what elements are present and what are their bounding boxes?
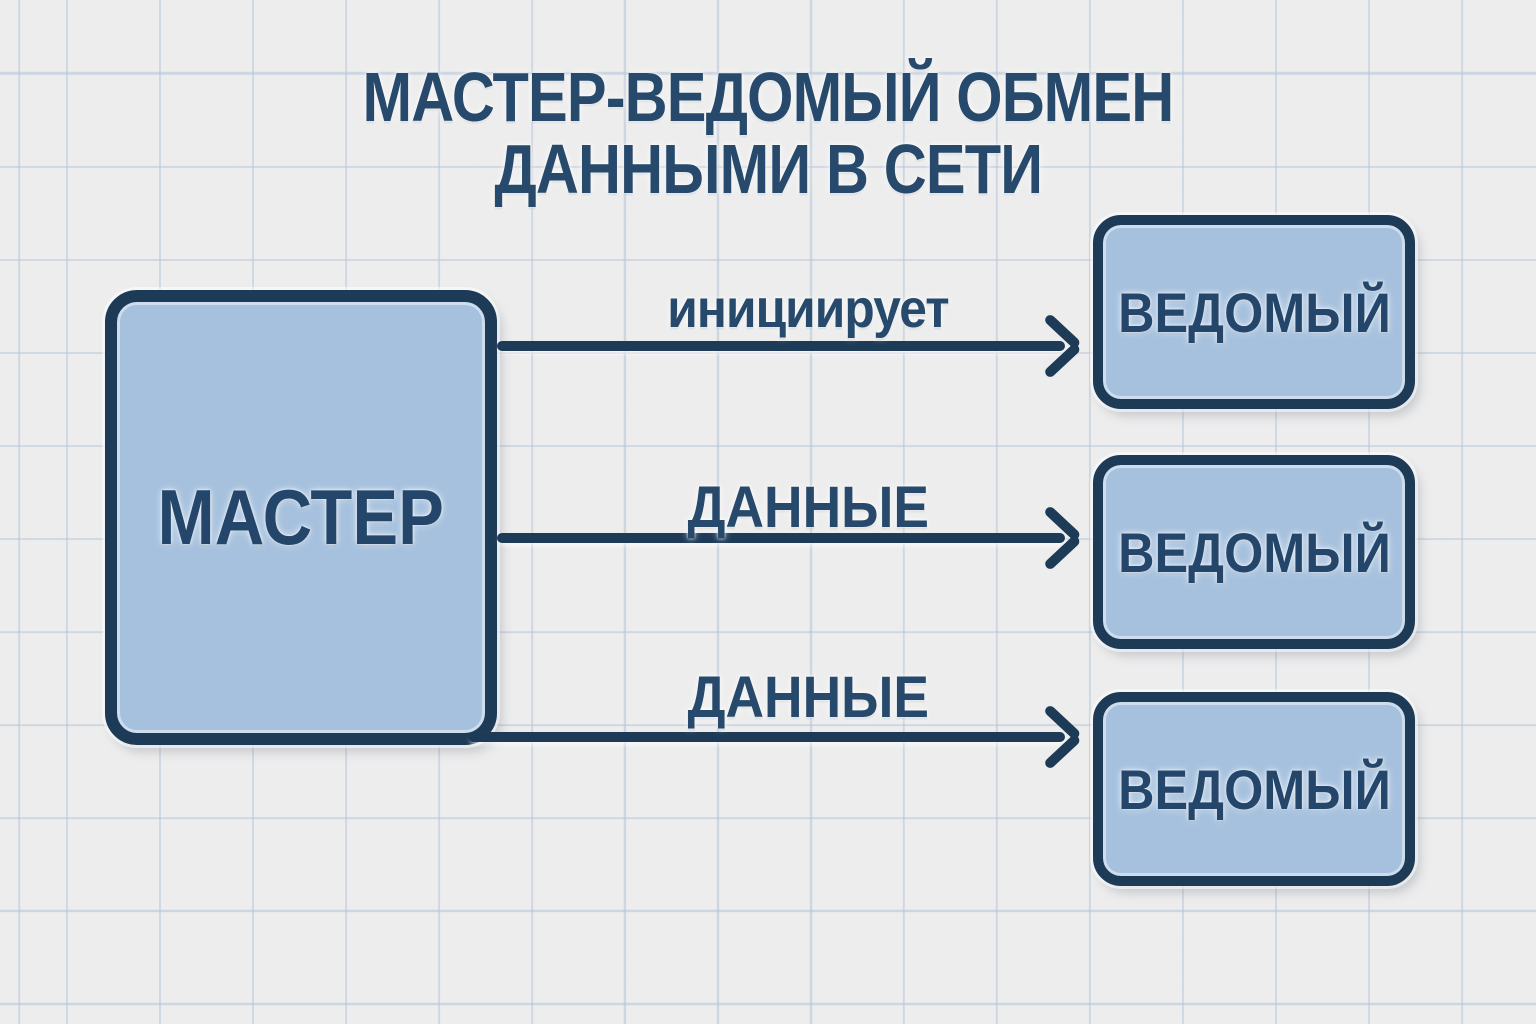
slave-node-2: ВЕДОМЫЙ [1093,455,1415,649]
arrow-label-initiates: инициирует [667,279,949,339]
arrow-label-data-1: ДАННЫЕ [687,475,929,540]
arrow-label-data-2: ДАННЫЕ [687,665,929,730]
slave-node-3-label: ВЕДОМЫЙ [1117,757,1391,821]
slave-node-1: ВЕДОМЫЙ [1093,215,1415,409]
master-node: МАСТЕР [105,290,497,745]
arrow-line [497,341,1065,351]
arrow-master-to-slave-1 [497,321,1077,371]
master-node-label: МАСТЕР [157,473,445,561]
slave-node-3: ВЕДОМЫЙ [1093,692,1415,886]
arrow-master-to-slave-2 [497,513,1077,563]
arrow-master-to-slave-3 [468,712,1077,762]
title-line-2: ДАННЫМИ В СЕТИ [494,130,1043,208]
diagram-title: МАСТЕР-ВЕДОМЫЙ ОБМЕН ДАННЫМИ В СЕТИ [0,61,1536,205]
title-line-1: МАСТЕР-ВЕДОМЫЙ ОБМЕН [362,58,1175,136]
arrow-line [497,533,1065,543]
arrow-line [468,732,1065,742]
slave-node-2-label: ВЕДОМЫЙ [1117,520,1391,584]
slave-node-1-label: ВЕДОМЫЙ [1117,280,1391,344]
